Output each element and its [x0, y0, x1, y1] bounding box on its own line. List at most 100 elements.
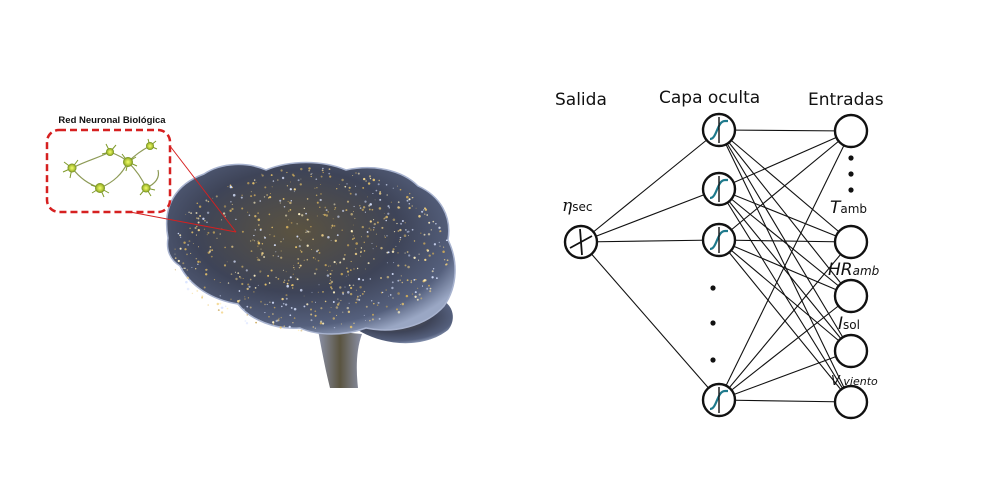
input-label-sub: viento: [840, 375, 878, 388]
brain-sparkle: [272, 313, 274, 315]
brain-sparkle: [196, 202, 198, 204]
brain-sparkle: [351, 261, 352, 262]
brain-sparkle: [239, 276, 241, 278]
brain-sparkle: [232, 204, 233, 205]
brain-sparkle: [334, 327, 335, 328]
brain-sparkle: [190, 212, 192, 214]
brain-sparkle: [184, 268, 186, 270]
brain-sparkle: [304, 260, 305, 261]
brain-sparkle: [197, 261, 199, 263]
brain-sparkle: [401, 275, 402, 276]
brain-sparkle: [179, 234, 181, 236]
brain-sparkle: [305, 213, 307, 215]
brain-sparkle: [353, 211, 354, 212]
brain-sparkle: [270, 193, 271, 194]
brain-sparkle: [325, 264, 327, 266]
brain-sparkle: [384, 235, 385, 236]
brain-sparkle: [324, 214, 326, 216]
brain-sparkle: [429, 254, 431, 256]
brain-sparkle: [323, 172, 324, 173]
brain-sparkle: [327, 274, 329, 276]
input-label-main: HR: [828, 260, 853, 280]
brain-sparkle: [330, 277, 331, 278]
brain-sparkle: [197, 218, 199, 220]
brain-sparkle: [205, 273, 207, 275]
brain-sparkle: [241, 266, 243, 268]
brain-sparkle: [286, 298, 288, 300]
output-subscript: sec: [572, 200, 592, 214]
brain-sparkle: [342, 312, 343, 313]
brain-sparkle: [278, 256, 279, 257]
brain-sparkle: [353, 284, 355, 286]
brain-sparkle: [426, 249, 428, 251]
input-layer-dots: [848, 155, 853, 192]
brain-sparkle: [225, 306, 226, 307]
brain-sparkle: [251, 191, 252, 192]
brain-sparkle: [320, 321, 322, 323]
brain-sparkle: [433, 268, 434, 269]
brain-sparkle: [286, 172, 287, 173]
brain-sparkle: [214, 279, 215, 280]
brain-sparkle: [320, 193, 322, 195]
brain-sparkle: [320, 184, 321, 185]
input-node: [835, 280, 867, 312]
brain-sparkle: [428, 233, 430, 235]
brain-sparkle: [231, 246, 233, 248]
brain-sparkle: [336, 306, 339, 309]
brain-sparkle: [372, 193, 373, 194]
brain-sparkle: [257, 257, 258, 258]
brain-sparkle: [354, 218, 355, 219]
brain-sparkle: [230, 201, 232, 203]
brain-sparkle: [184, 248, 186, 250]
brain-sparkle: [258, 242, 261, 245]
brain-sparkle: [391, 287, 393, 289]
brain-sparkle: [269, 214, 271, 216]
brain-sparkle: [423, 209, 424, 210]
brain-sparkle: [220, 233, 221, 234]
brain-sparkle: [297, 278, 299, 280]
brain-sparkle: [218, 309, 220, 311]
brain-sparkle: [386, 235, 388, 237]
brain-sparkle: [405, 229, 407, 231]
brain-sparkle: [333, 317, 335, 319]
brain-sparkle: [322, 168, 323, 169]
brain-sparkle: [213, 231, 215, 233]
brain-sparkle: [373, 179, 376, 182]
brain-sparkle: [420, 297, 422, 299]
brain-sparkle: [187, 269, 188, 270]
brain-sparkle: [230, 184, 232, 186]
input-label-temperature: Tamb: [830, 200, 867, 217]
network-connections: [581, 130, 851, 402]
brain-sparkle: [206, 222, 208, 224]
brain-sparkle: [183, 241, 185, 243]
brain-sparkle: [185, 281, 188, 284]
brain-sparkle: [353, 323, 355, 325]
hidden-node: [703, 114, 735, 146]
brain-sparkle: [285, 303, 287, 305]
brain-sparkle: [254, 194, 256, 196]
brain-sparkle: [286, 285, 289, 288]
brain-sparkle: [323, 214, 324, 215]
brain-sparkle: [331, 240, 332, 241]
brain-sparkle: [322, 170, 324, 172]
brain-sparkle: [289, 314, 291, 316]
brain-sparkle: [258, 285, 259, 286]
brain-sparkle: [290, 209, 292, 211]
brain-sparkle: [227, 261, 228, 262]
brain-sparkle: [289, 326, 291, 328]
brain-sparkle: [354, 206, 355, 207]
brain-sparkle: [423, 279, 425, 281]
brain-sparkle: [418, 260, 419, 261]
brain-sparkle: [235, 272, 236, 273]
brain-sparkle: [307, 219, 309, 221]
brain-sparkle: [193, 243, 194, 244]
brain-sparkle: [284, 206, 286, 208]
brain-sparkle: [315, 315, 317, 317]
brain-sparkle: [362, 209, 364, 211]
brain-sparkle: [320, 307, 322, 309]
hidden-node: [703, 384, 735, 416]
brain-sparkle: [175, 269, 176, 270]
brain-sparkle: [227, 308, 229, 310]
brain-sparkle: [400, 237, 401, 238]
brain-sparkle: [415, 279, 416, 280]
